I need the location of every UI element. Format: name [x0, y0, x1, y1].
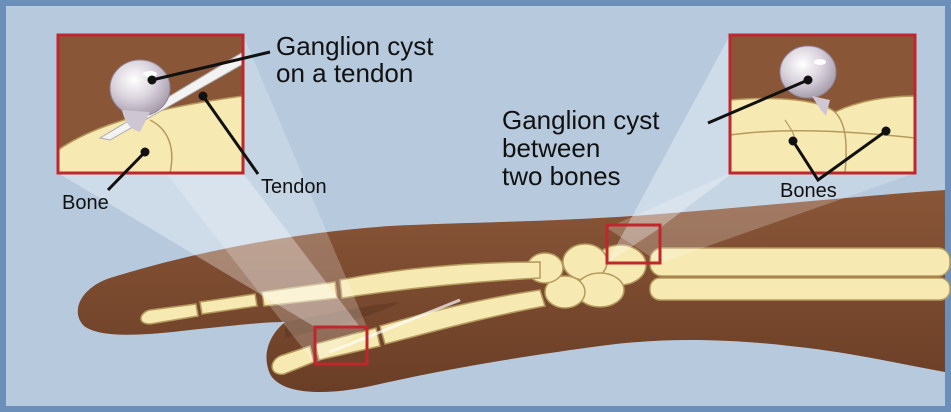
label-cyst-bones-line1: Ganglion cyst	[502, 105, 660, 135]
label-cyst-tendon-line2: on a tendon	[276, 58, 413, 88]
inset-cyst-on-tendon	[58, 35, 243, 173]
label-cyst-bones-line2: between	[502, 133, 600, 163]
label-cyst-tendon-line1: Ganglion cyst	[276, 31, 434, 61]
label-bones: Bones	[780, 180, 837, 202]
label-tendon: Tendon	[261, 176, 327, 198]
inset-cyst-between-bones	[730, 35, 915, 173]
label-cyst-bones-line3: two bones	[502, 161, 621, 191]
label-bone: Bone	[62, 192, 109, 214]
